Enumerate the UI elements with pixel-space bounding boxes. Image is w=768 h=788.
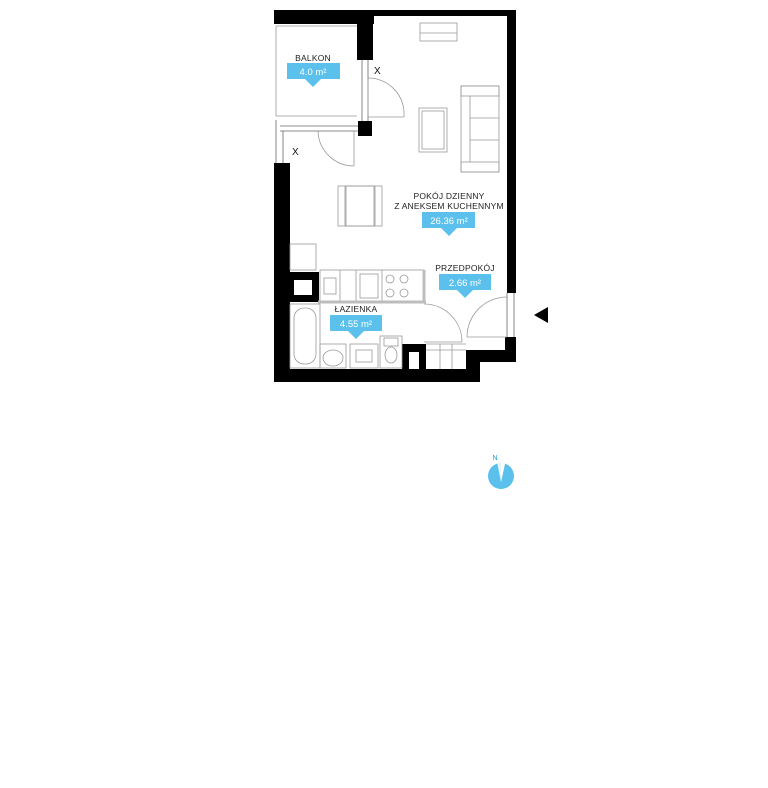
window-mark-balcony-window: X: [292, 147, 299, 158]
area-lazienka: 4.55 m²: [340, 319, 372, 330]
area-przedpokoj: 2.66 m²: [449, 278, 481, 289]
entrance-arrow-icon: [534, 307, 548, 323]
coffee-table: [418, 107, 448, 153]
walls: [274, 10, 516, 382]
balcony-door-frame: [361, 60, 405, 121]
window-mark-balcony-door: X: [374, 66, 381, 77]
label-balkon: BALKON 4.0 m²: [287, 53, 340, 87]
entrance-door: [426, 293, 515, 369]
room-name-lazienka: ŁAZIENKA: [335, 304, 378, 314]
label-lazienka: ŁAZIENKA 4.55 m²: [330, 304, 382, 339]
north-compass-icon: N: [488, 455, 514, 489]
label-pokoj: POKÓJ DZIENNY Z ANEKSEM KUCHENNYM 26.36 …: [394, 191, 504, 236]
bathroom-fixtures: [289, 303, 463, 369]
area-badge-balkon: [287, 63, 340, 87]
room-name-pokoj-line1: POKÓJ DZIENNY: [413, 191, 484, 201]
wardrobe: [419, 22, 458, 42]
sofa: [460, 85, 500, 173]
dining-table: [337, 185, 383, 227]
area-pokoj: 26.36 m²: [430, 216, 468, 227]
area-balkon: 4.0 m²: [300, 67, 327, 78]
kitchen-counter: [289, 243, 426, 304]
room-name-przedpokoj: PRZEDPOKÓJ: [435, 263, 495, 273]
room-name-balkon: BALKON: [295, 53, 331, 63]
label-przedpokoj: PRZEDPOKÓJ 2.66 m²: [435, 263, 495, 298]
balcony-outline: [275, 25, 357, 117]
area-badge-pokoj: [422, 212, 475, 236]
area-badge-przedpokoj: [439, 274, 491, 298]
area-badge-lazienka: [330, 315, 382, 339]
room-name-pokoj-line2: Z ANEKSEM KUCHENNYM: [394, 201, 504, 211]
compass-label: N: [492, 455, 497, 462]
balcony-window-frame: [275, 120, 358, 167]
